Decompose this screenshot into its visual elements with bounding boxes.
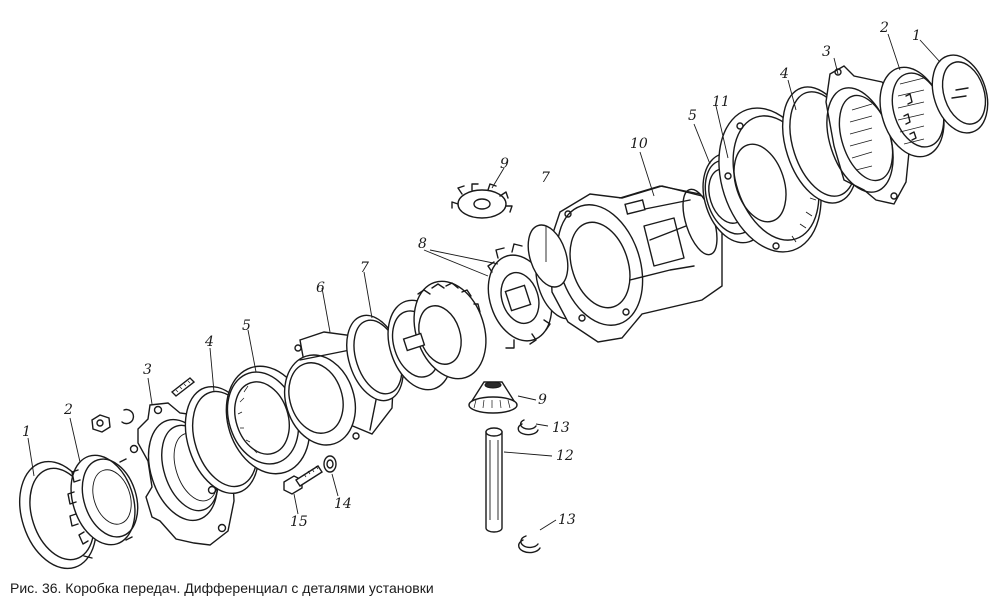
callout-5-right: 5	[688, 108, 697, 124]
retaining-clip-upper	[517, 419, 539, 436]
lock-ring-right	[931, 54, 989, 134]
callout-13-lower: 13	[558, 512, 576, 528]
adjusting-nut-left	[67, 454, 139, 546]
stud	[170, 377, 196, 397]
callout-12: 12	[556, 448, 574, 464]
callout-labels: 1 2 3 4 5 6 7 8 9 9 10 11 12 13 13 14 15…	[22, 20, 921, 530]
bolt	[283, 465, 323, 495]
callout-6-left: 6	[316, 280, 325, 296]
callout-2-left: 2	[63, 402, 73, 418]
differential-housing	[549, 185, 723, 343]
pinion-gear-bottom	[468, 381, 518, 414]
callout-2-right: 2	[879, 20, 889, 36]
callout-5-left: 5	[242, 318, 251, 334]
leader-lines	[27, 33, 941, 531]
callout-9-bottom: 9	[538, 392, 547, 408]
callout-1-left: 1	[22, 424, 31, 440]
side-gear-left	[387, 280, 487, 391]
callout-7-right: 7	[541, 170, 550, 186]
callout-8: 8	[418, 236, 427, 252]
callout-13-upper: 13	[552, 420, 570, 436]
callout-4-left: 4	[204, 334, 214, 350]
callout-4-right: 4	[779, 66, 789, 82]
pinion-shaft	[485, 427, 503, 533]
clip-left	[121, 408, 135, 425]
shim-right	[527, 224, 569, 288]
callout-7-left: 7	[360, 260, 369, 276]
retaining-clip-lower	[518, 535, 541, 554]
figure-caption: Рис. 36. Коробка передач. Дифференциал с…	[10, 580, 434, 596]
callout-1-right: 1	[912, 28, 921, 44]
callout-14: 14	[334, 496, 352, 512]
callout-11: 11	[712, 94, 730, 110]
pinion-gear-top	[451, 183, 513, 219]
callout-3-right: 3	[822, 44, 831, 60]
callout-9-top: 9	[500, 156, 509, 172]
callout-15: 15	[290, 514, 308, 530]
nut-left	[91, 414, 111, 433]
lock-washer	[323, 455, 337, 473]
callout-10: 10	[630, 136, 648, 152]
callout-3-left: 3	[143, 362, 152, 378]
